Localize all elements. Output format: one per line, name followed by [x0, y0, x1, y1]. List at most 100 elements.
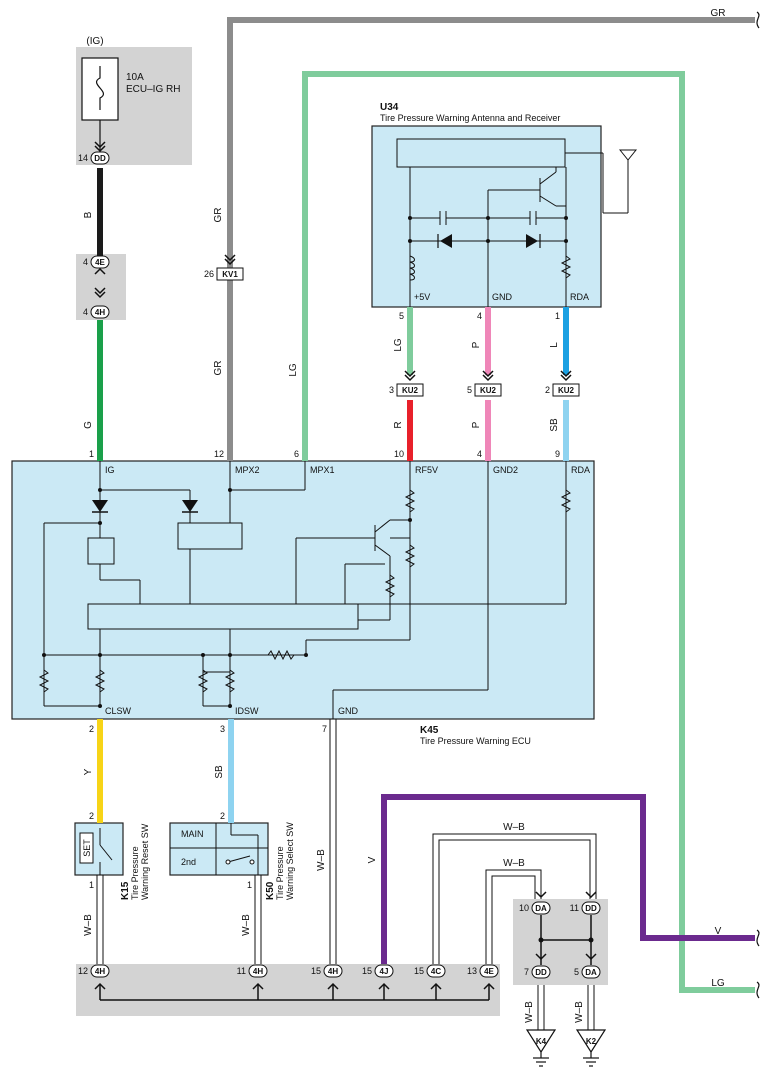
antenna-icon [618, 149, 638, 161]
pin-number: 1 [247, 880, 252, 890]
4j-connector-label: 4J [380, 967, 389, 976]
wire-label: V [715, 926, 722, 937]
4e-connector-label: 4E [95, 258, 105, 267]
wire-label: GR [213, 208, 224, 223]
pin-number: 3 [220, 724, 225, 734]
wire-label: SB [214, 765, 225, 779]
u34-id: U34 [380, 102, 399, 113]
pin-number: 2 [89, 811, 94, 821]
4h-connector-label: 4H [253, 967, 263, 976]
k45-terminal-label: MPX1 [310, 465, 335, 475]
dd-connector-label: DD [94, 154, 106, 163]
k45-internal-circuit [38, 461, 572, 719]
k45-terminal-label: IDSW [235, 706, 259, 716]
pin-number: 12 [214, 449, 224, 459]
4h-connector-label: 4H [328, 967, 338, 976]
k45-terminal-label: IG [105, 465, 115, 475]
pin-number: 7 [322, 724, 327, 734]
pin-number: 3 [389, 385, 394, 395]
wire-label: G [83, 421, 94, 429]
pin-number: 2 [89, 724, 94, 734]
wire-label: Y [83, 768, 94, 775]
k4-ground-label: K4 [536, 1037, 547, 1046]
wire-label: W–B [524, 1001, 535, 1023]
pin-number: 15 [414, 966, 424, 976]
k45-terminal-label: GND [338, 706, 359, 716]
connector-ovals [90, 151, 601, 979]
pin-number: 2 [220, 811, 225, 821]
k45-terminal-label: CLSW [105, 706, 132, 716]
zener-diode-icon [437, 234, 541, 248]
pin-number: 4 [477, 449, 482, 459]
wb-wires [96, 719, 597, 1030]
4h-connector-label: 4H [95, 308, 105, 317]
ku2-connector-label: KU2 [558, 386, 575, 395]
ku2-connector-label: KU2 [480, 386, 497, 395]
diode-icon [92, 500, 198, 513]
u34-internal-circuit [396, 138, 629, 307]
4h-connector-label: 4H [95, 967, 105, 976]
u34-name: Tire Pressure Warning Antenna and Receiv… [380, 113, 560, 123]
pin-number: 15 [362, 966, 372, 976]
k50-name-line2: Warning Select SW [285, 822, 295, 900]
k50-id: K50 [265, 881, 276, 900]
pin-number: 7 [524, 967, 529, 977]
k50-switch-symbol [170, 823, 268, 875]
k15-name-line1: Tire Pressure [130, 846, 140, 900]
4c-connector-label: 4C [431, 967, 441, 976]
wire-label: W–B [83, 914, 94, 936]
pin-number: 4 [83, 257, 88, 267]
pin-number: 1 [555, 311, 560, 321]
pin-number: 4 [83, 307, 88, 317]
4e-connector-label: 4E [484, 967, 494, 976]
pin-number: 11 [237, 966, 246, 976]
k50-name-line1: Tire Pressure [275, 846, 285, 900]
wire-label: W–B [503, 822, 525, 833]
ku2-connector-label: KU2 [402, 386, 419, 395]
da-connector-label: DA [585, 968, 597, 977]
wire-label: L [549, 342, 560, 348]
k45-name: Tire Pressure Warning ECU [420, 736, 531, 746]
fuse-icon [96, 66, 104, 110]
wire-label: W–B [503, 858, 525, 869]
dd-connector-label: DD [535, 968, 547, 977]
pin-number: 1 [89, 449, 94, 459]
k50-position-label: 2nd [181, 857, 196, 867]
k45-id: K45 [420, 725, 439, 736]
k50-position-label: MAIN [181, 829, 204, 839]
fuse-rating: 10A [126, 72, 144, 83]
pin-number: 2 [545, 385, 550, 395]
pin-number: 6 [294, 449, 299, 459]
wire-label: LG [711, 978, 725, 989]
pin-number: 15 [311, 966, 321, 976]
k50-select-switch-box [169, 822, 269, 876]
wire-label: P [471, 421, 482, 428]
wire-label: R [393, 421, 404, 428]
pin-number: 14 [78, 153, 88, 163]
lg-wire [302, 71, 755, 993]
k45-terminal-label: MPX2 [235, 465, 260, 475]
pin-number: 11 [570, 903, 579, 913]
pin-number: 5 [574, 967, 579, 977]
wire-label: B [83, 211, 94, 218]
k15-name-line2: Warning Reset SW [140, 823, 150, 900]
pin-number: 10 [394, 449, 404, 459]
k15-id: K15 [120, 881, 131, 900]
wire-label: W–B [316, 849, 327, 871]
v-wire [381, 794, 755, 964]
wire-label: LG [288, 363, 299, 377]
wire-label: W–B [241, 914, 252, 936]
fuse-supply-label: (IG) [86, 36, 103, 47]
k2-ground-label: K2 [586, 1037, 597, 1046]
pin-number: 12 [78, 966, 88, 976]
pin-number: 4 [477, 311, 482, 321]
wire-label: V [367, 856, 378, 863]
u34-terminal-label: GND [492, 292, 513, 302]
gr-wire [227, 17, 755, 461]
da-connector-label: DA [535, 904, 547, 913]
pin-number: 10 [519, 903, 529, 913]
u34-terminal-label: +5V [414, 292, 430, 302]
k15-switch-symbol [79, 828, 113, 875]
wire-label: P [471, 341, 482, 348]
fuse-name: ECU–IG RH [126, 84, 180, 95]
